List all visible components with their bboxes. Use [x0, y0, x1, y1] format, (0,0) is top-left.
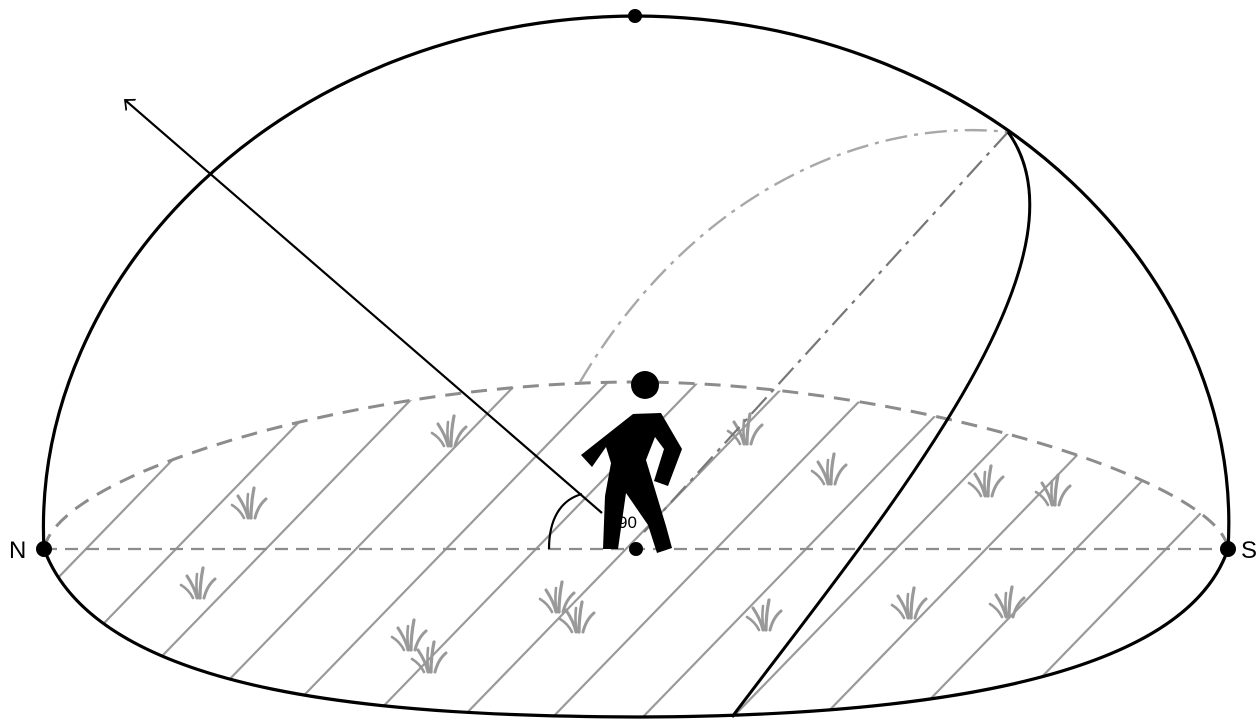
south-point [1220, 541, 1236, 557]
grass-tuft-icon [392, 620, 426, 650]
grass-tuft-icon [969, 466, 1003, 496]
north-label: N [9, 537, 26, 564]
grass-tuft-icon [990, 587, 1024, 617]
hidden-arc-dashdot [580, 130, 1008, 382]
observer-point [629, 542, 643, 556]
angle-arc [549, 494, 582, 549]
north-point [36, 541, 52, 557]
grass-tuft-icon [232, 488, 266, 518]
south-label: S [1241, 537, 1257, 564]
grass-tuft-icon [181, 568, 215, 598]
zenith-point [628, 9, 642, 23]
great-circle-arc [732, 132, 1030, 717]
ray-dashdot [644, 132, 1008, 532]
grass-tuft-icon [812, 454, 846, 484]
grass-tuft-icon [892, 588, 926, 618]
